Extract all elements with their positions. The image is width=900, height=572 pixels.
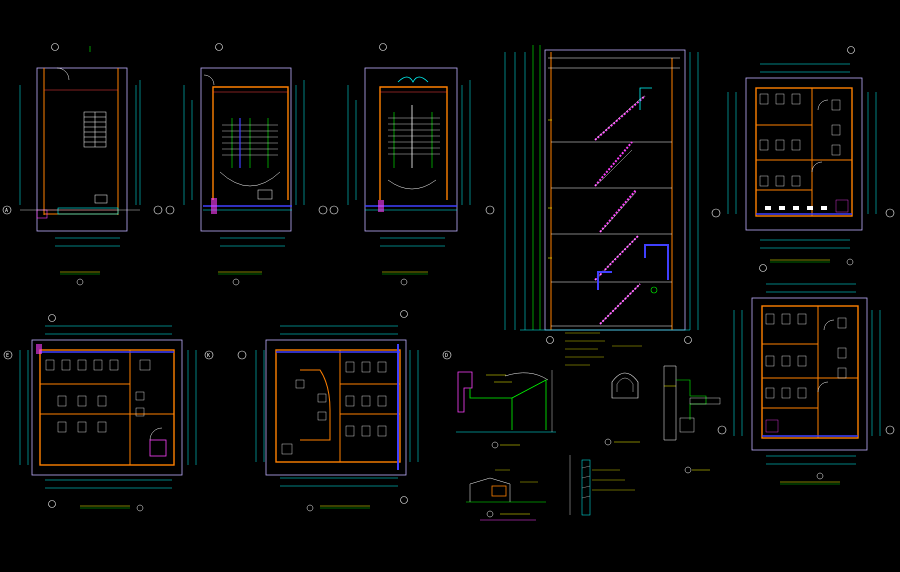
grid-label-a: A [5,208,8,214]
toilet-plan-bottom-right [717,264,895,485]
toilet-plan-top-right [711,46,895,266]
toilet-plan-bottom-mid [237,310,419,512]
stair-plan-1: A [2,43,163,286]
toilet-plan-bottom-left: E K [3,314,214,512]
grid-label-k: K [207,353,210,359]
details-cluster: D [442,332,721,521]
stair-plan-3 [329,43,495,286]
grid-label-d: D [445,353,448,359]
stair-plan-2 [165,43,328,286]
stair-section [504,45,699,344]
grid-label-e: E [6,353,9,359]
